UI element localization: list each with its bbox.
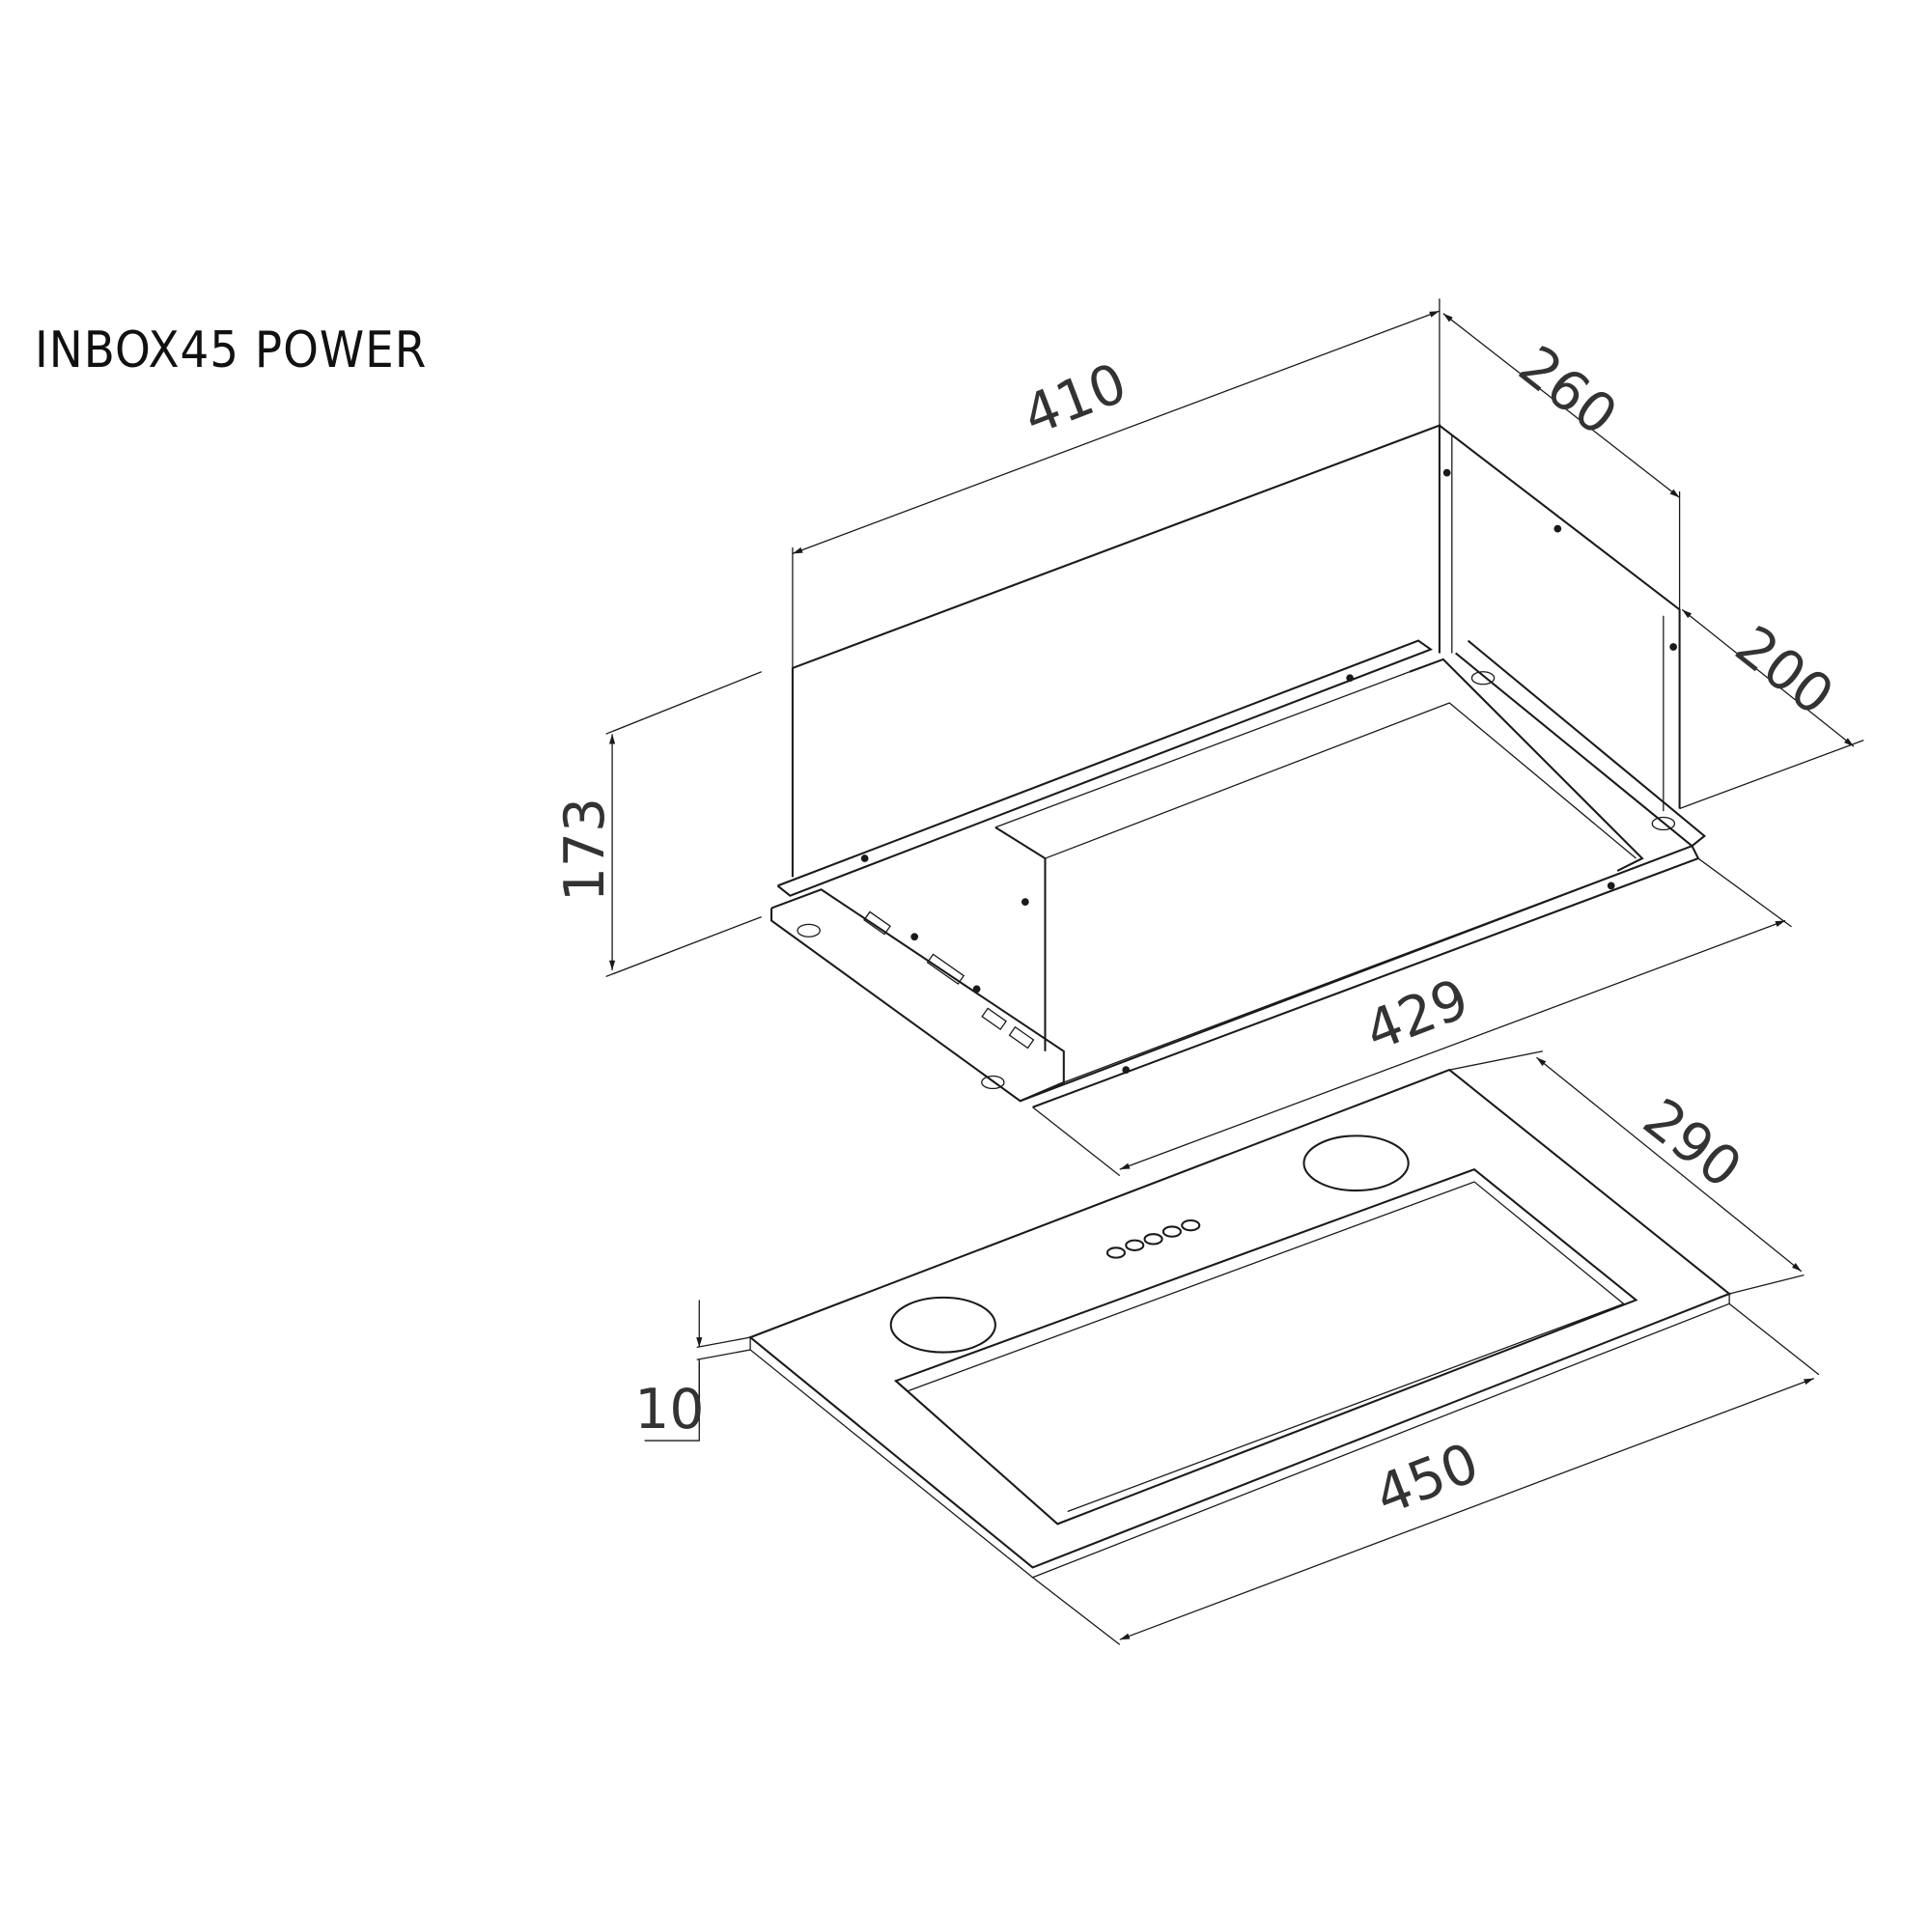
dim-10: 10 [634,1378,704,1442]
dimension-lines: 410 260 200 173 429 290 10 450 [553,298,1864,1645]
hood-body [770,424,1706,1108]
dim-173: 173 [553,798,617,902]
product-title: INBOX45 POWER [35,322,428,379]
dim-410: 410 [1015,351,1135,448]
dim-429: 429 [1357,966,1477,1063]
dim-260: 260 [1507,334,1629,449]
glass-panel [748,1068,1732,1579]
dim-290: 290 [1632,1086,1753,1201]
dim-450: 450 [1367,1431,1488,1527]
dim-200: 200 [1723,613,1845,728]
